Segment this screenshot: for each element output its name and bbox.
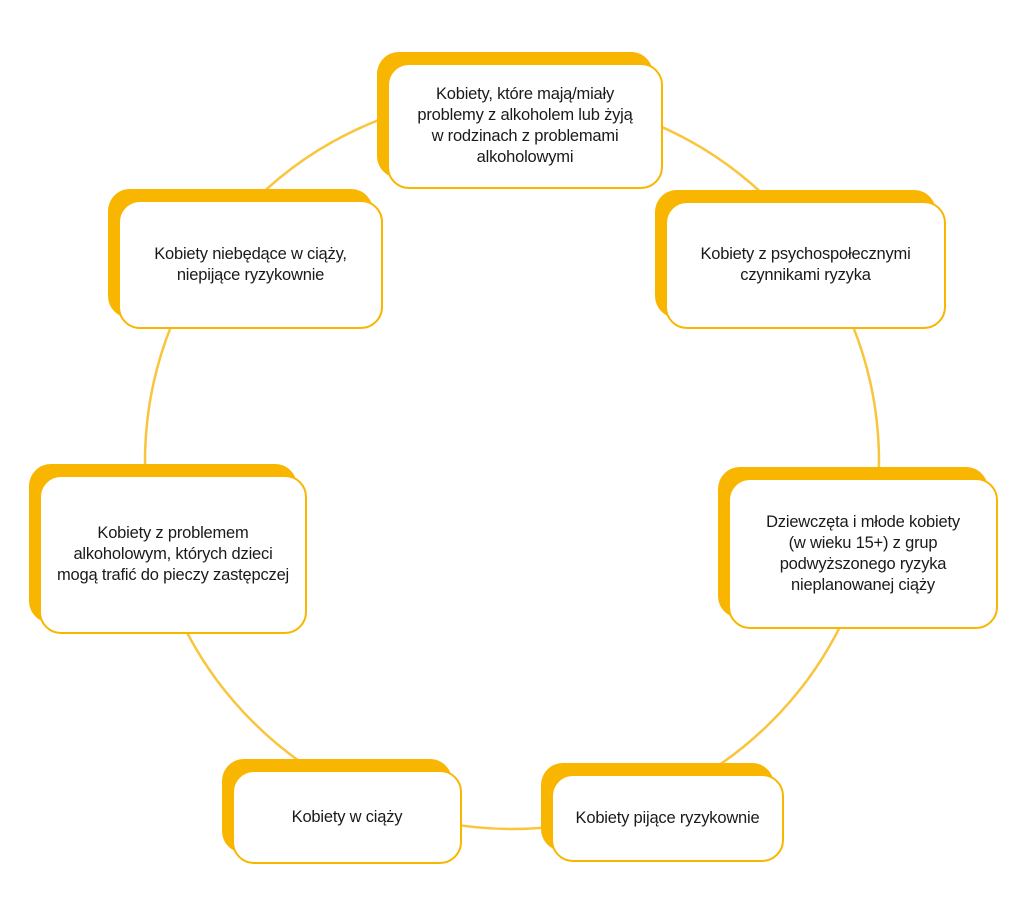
node-box: Dziewczęta i młode kobiety (w wieku 15+)…: [728, 478, 998, 629]
node-label: Kobiety niebędące w ciąży, niepijące ryz…: [154, 244, 347, 284]
node-label: Kobiety w ciąży: [291, 807, 403, 826]
node-box: Kobiety niebędące w ciąży, niepijące ryz…: [118, 200, 383, 329]
node-pregnant-women: Kobiety w ciąży: [222, 759, 462, 864]
node-box: Kobiety pijące ryzykownie: [551, 774, 784, 862]
node-label: Kobiety z psychospołecznymi czynnikami r…: [700, 245, 911, 284]
node-box: Kobiety z psychospołecznymi czynnikami r…: [665, 201, 946, 329]
node-non-pregnant-non-risky-drinking: Kobiety niebędące w ciąży, niepijące ryz…: [108, 189, 383, 329]
node-box: Kobiety z problemem alkoholowym, których…: [39, 475, 307, 634]
node-label: Kobiety, które mają/miały problemy z alk…: [417, 85, 633, 166]
node-women-alcohol-problem-foster-care: Kobiety z problemem alkoholowym, których…: [29, 464, 307, 634]
node-women-alcohol-problems-families: Kobiety, które mają/miały problemy z alk…: [377, 52, 663, 189]
node-women-psychosocial-risk: Kobiety z psychospołecznymi czynnikami r…: [655, 190, 946, 329]
node-label: Dziewczęta i młode kobiety (w wieku 15+)…: [766, 512, 960, 594]
node-label: Kobiety z problemem alkoholowym, których…: [56, 524, 290, 584]
node-box: Kobiety, które mają/miały problemy z alk…: [387, 63, 663, 189]
node-label: Kobiety pijące ryzykownie: [575, 808, 760, 827]
node-women-risky-drinking: Kobiety pijące ryzykownie: [541, 763, 784, 862]
node-box: Kobiety w ciąży: [232, 770, 462, 864]
node-girls-young-women-unplanned-pregnancy-risk: Dziewczęta i młode kobiety (w wieku 15+)…: [718, 467, 998, 629]
